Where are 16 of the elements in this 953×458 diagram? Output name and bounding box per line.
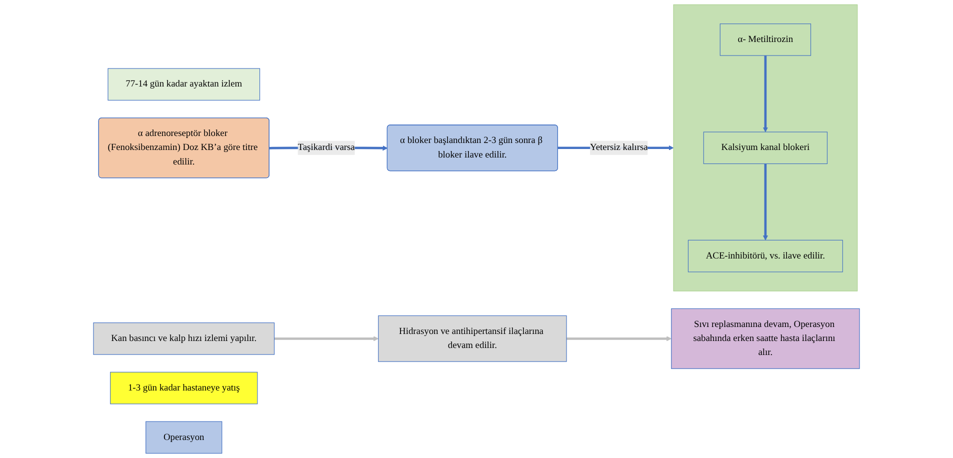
arrow (274, 336, 379, 342)
edge-label: Taşikardi varsa (298, 142, 355, 153)
arrow (762, 164, 768, 240)
arrow (566, 336, 672, 342)
arrow (762, 56, 768, 132)
node-box: Operasyon (146, 421, 222, 454)
node-box: 1-3 gün kadar hastaneye yatış (110, 372, 258, 404)
node-box: Kalsiyum kanal blokeri (703, 132, 828, 164)
node-box: Sıvı replasmanına devam, Operasyon sabahında erken saatte hasta ilaçlarını alır. (671, 308, 860, 369)
node-box: α- Metiltirozin (720, 24, 812, 56)
node-box: 77-14 gün kadar ayaktan izlem (108, 68, 260, 101)
node-box: Kan basıncı ve kalp hızı izlemi yapılır. (93, 322, 275, 355)
cluster (673, 4, 858, 292)
node-box: ACE-inhibitörü, vs. ilave edilir. (688, 240, 843, 272)
node-box: Hidrasyon ve antihipertansif ilaçlarına devam edilir. (378, 315, 567, 362)
edge-label: Yetersiz kalırsa (590, 142, 648, 153)
